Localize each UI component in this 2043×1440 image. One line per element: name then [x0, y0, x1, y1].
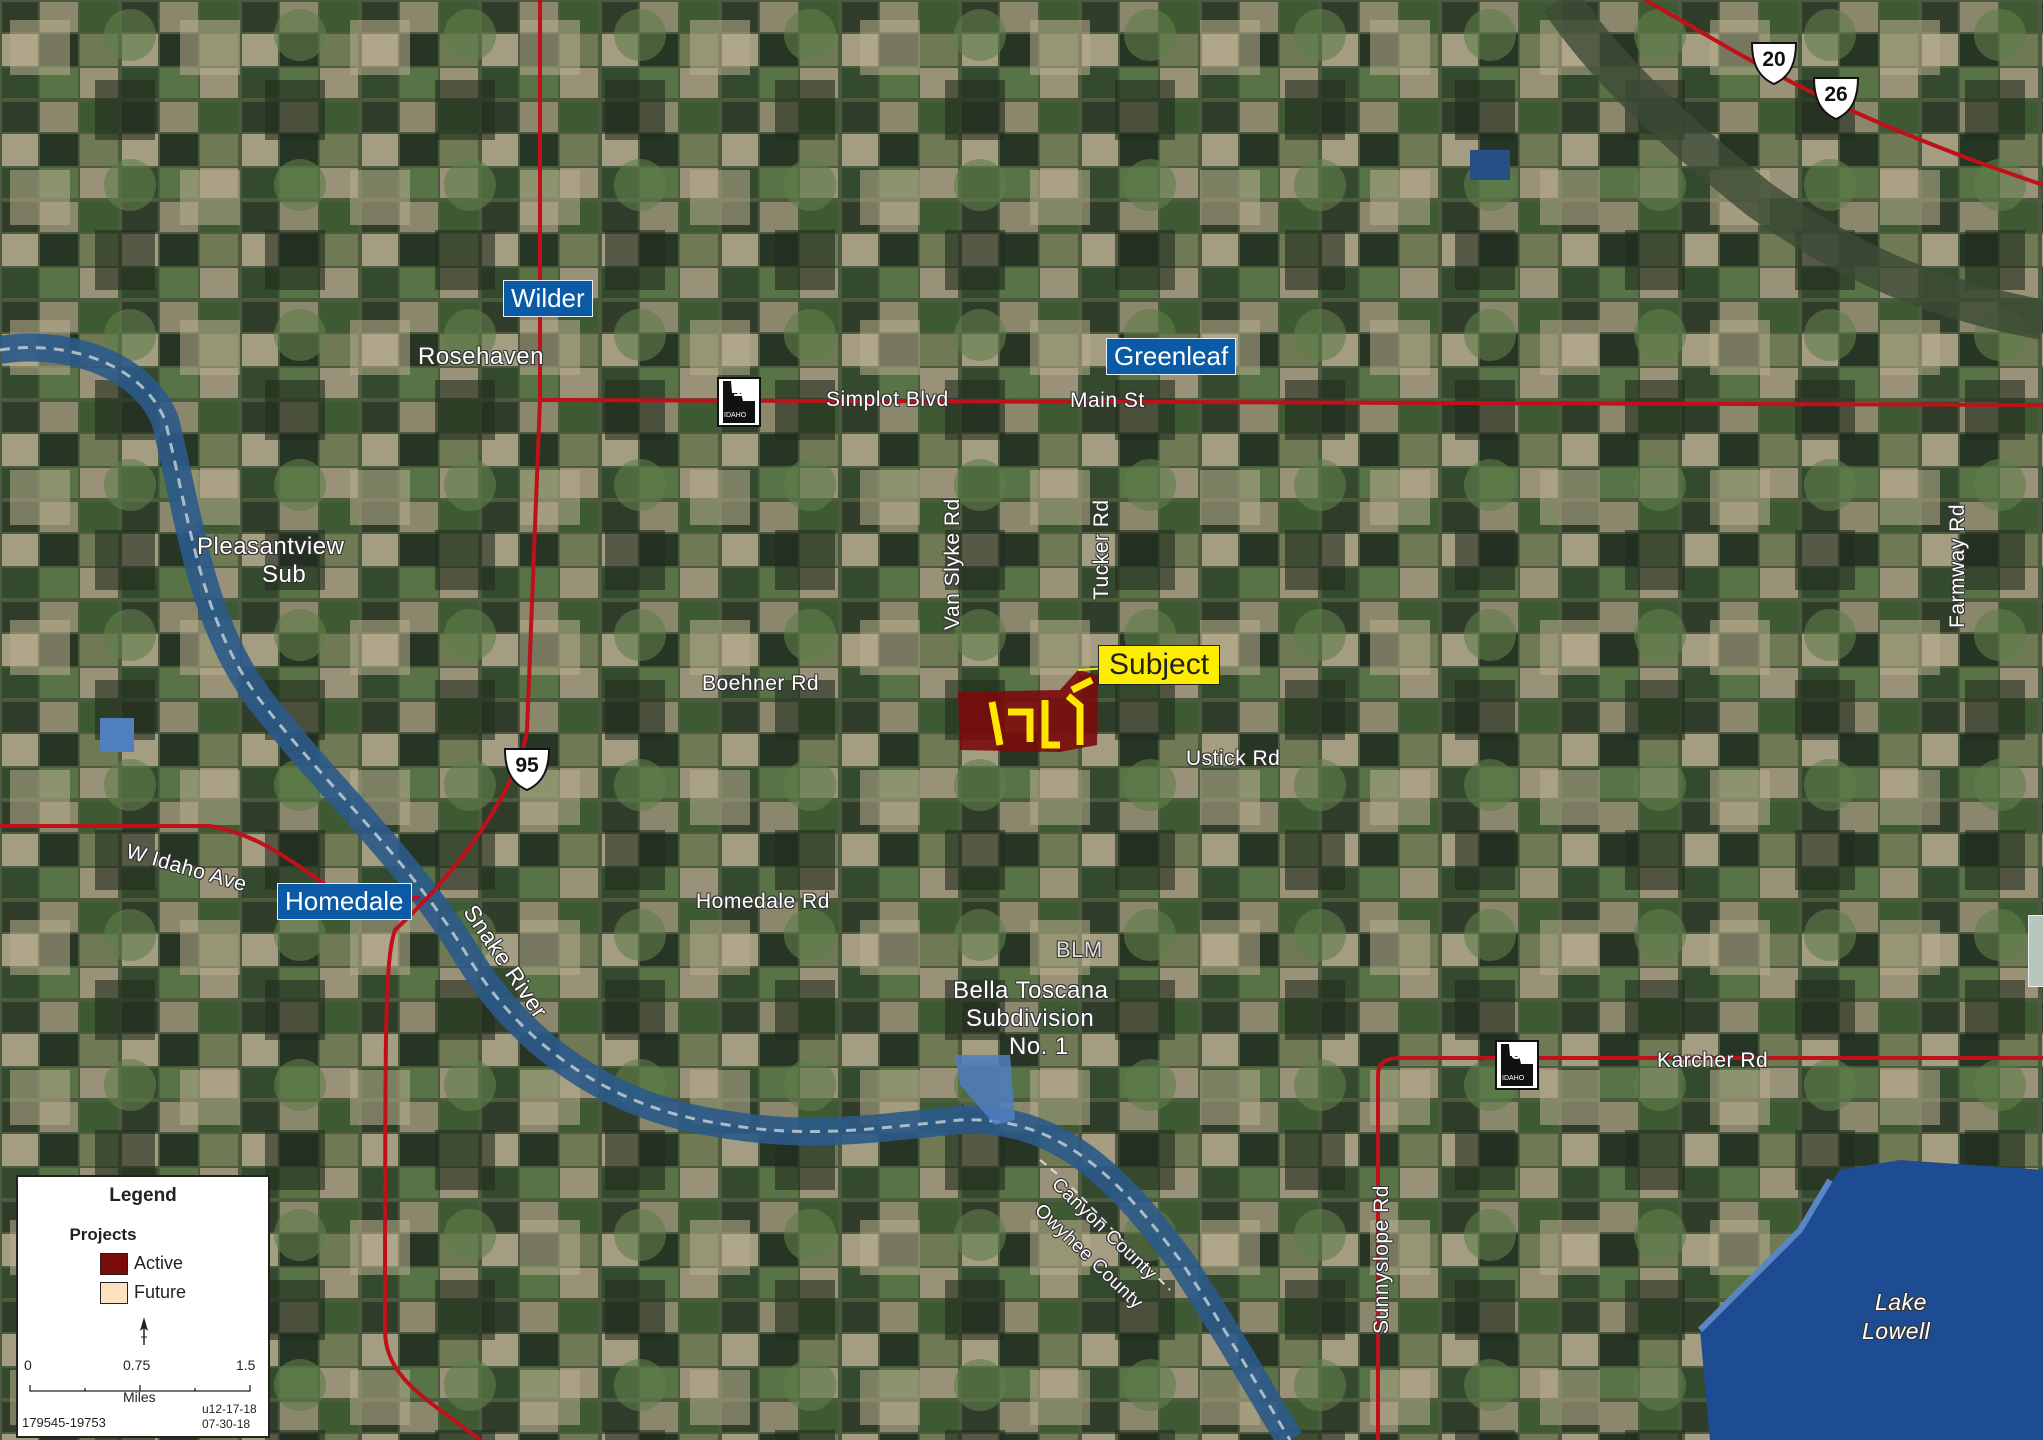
north-arrow-icon: [139, 1317, 149, 1347]
legend-panel: Legend Projects Active Future 0 0.75 1.5…: [16, 1175, 270, 1438]
place-label-rosehaven: Rosehaven: [418, 343, 544, 370]
road-label-farmway-rd: Farmway Rd: [1946, 503, 1969, 628]
scale-tick-end: 1.5: [236, 1357, 256, 1373]
town-label-wilder[interactable]: Wilder: [503, 280, 593, 317]
id-19-shield-state: IDAHO: [724, 412, 747, 419]
road-label-karcher-rd: Karcher Rd: [1657, 1049, 1769, 1072]
legend-title: Legend: [109, 1185, 177, 1206]
legend-label-active: Active: [134, 1253, 184, 1273]
town-label-greenleaf[interactable]: Greenleaf: [1106, 338, 1237, 375]
scale-bar: [29, 1379, 251, 1392]
legend-subtitle: Projects: [69, 1225, 137, 1244]
lake-label-lowell: Lowell: [1862, 1318, 1931, 1344]
road-label-ustick-rd: Ustick Rd: [1186, 747, 1281, 770]
id-19-shield-icon: 19 IDAHO: [717, 377, 761, 427]
road-label-boehner-rd: Boehner Rd: [702, 672, 820, 695]
us-20-shield-icon: 20: [1748, 40, 1800, 86]
legend-label-future: Future: [134, 1282, 187, 1302]
us-26-shield-number: 26: [1824, 83, 1848, 106]
scale-tick-0: 0: [24, 1357, 32, 1373]
scale-tick-mid: 0.75: [123, 1357, 151, 1373]
scale-unit: Miles: [123, 1389, 156, 1405]
map-date-2: 07-30-18: [202, 1417, 251, 1431]
us-20-shield-number: 20: [1762, 48, 1786, 71]
id-55-shield-icon: 55 IDAHO: [1495, 1040, 1539, 1090]
id-55-shield-state: IDAHO: [1502, 1075, 1525, 1082]
place-label-pleasantview: Pleasantview: [197, 533, 345, 560]
legend-swatch-active: [100, 1253, 128, 1275]
road-label-simplot-blvd: Simplot Blvd: [826, 388, 949, 411]
road-label-tucker-rd: Tucker Rd: [1090, 499, 1113, 600]
road-label-van-slyke-rd: Van Slyke Rd: [941, 498, 964, 630]
road-label-sunnyslope-rd: Sunnyslope Rd: [1370, 1185, 1393, 1334]
us-95-shield-icon: 95: [501, 746, 553, 792]
place-label-subdivision: Subdivision: [966, 1005, 1095, 1032]
town-label-homedale[interactable]: Homedale: [277, 883, 412, 920]
map-id-code: 179545-19753: [22, 1415, 106, 1430]
map-edge-control[interactable]: [2028, 915, 2043, 987]
legend-swatch-future: [100, 1282, 128, 1304]
id-55-shield-number: 55: [1511, 1043, 1533, 1064]
id-19-shield-number: 19: [733, 380, 755, 401]
us-26-shield-icon: 26: [1810, 75, 1862, 121]
subject-callout[interactable]: Subject: [1098, 645, 1221, 685]
place-label-bella-toscana: Bella Toscana: [953, 977, 1109, 1004]
road-label-homedale-rd: Homedale Rd: [696, 890, 830, 913]
place-label-blm: BLM: [1056, 937, 1103, 962]
place-label-no-1: No. 1: [1009, 1033, 1069, 1060]
lake-label-lake: Lake: [1875, 1289, 1927, 1315]
place-label-pleasantview-sub: Sub: [262, 561, 307, 588]
us-95-shield-number: 95: [515, 754, 539, 777]
map-date-1: u12-17-18: [202, 1402, 257, 1416]
road-label-main-st: Main St: [1070, 389, 1145, 412]
